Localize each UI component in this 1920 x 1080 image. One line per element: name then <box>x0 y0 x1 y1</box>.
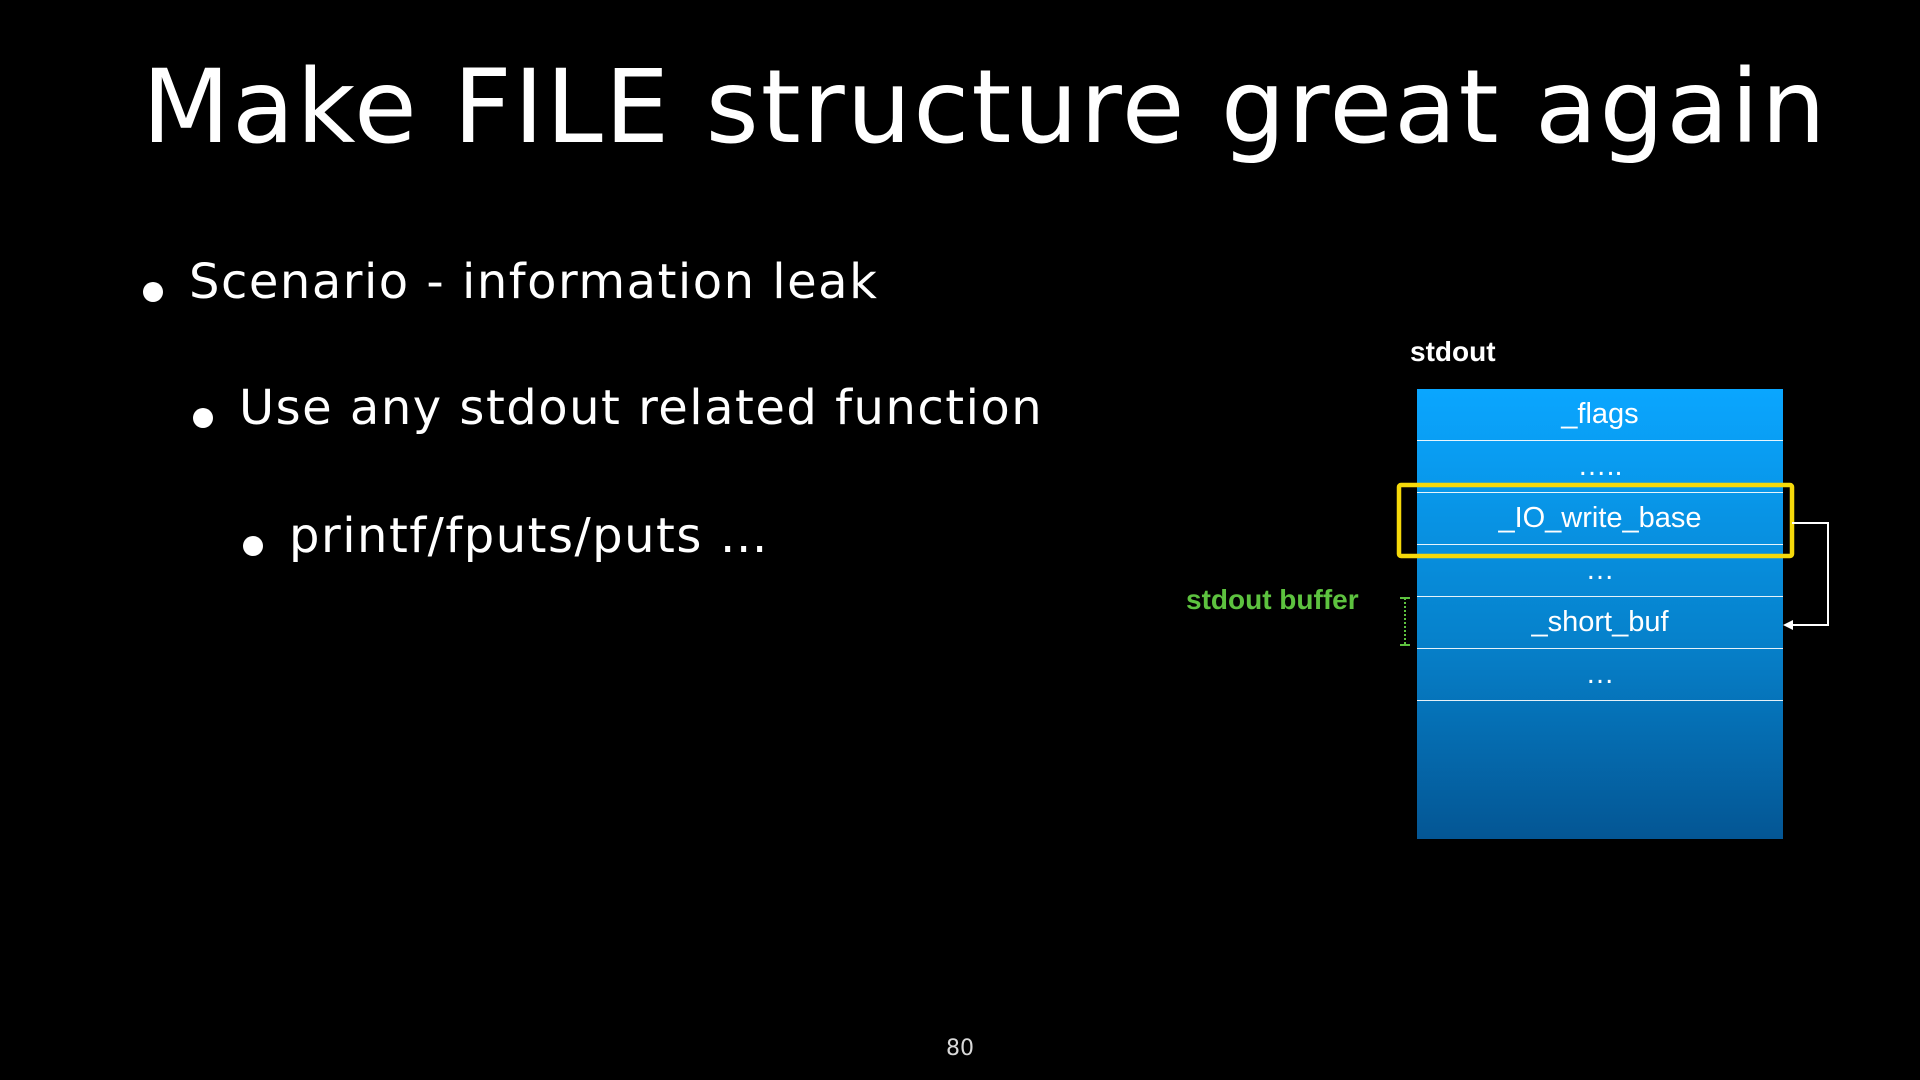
struct-field-ellipsis: … <box>1417 649 1783 701</box>
struct-field-io-write-base: _IO_write_base <box>1417 493 1783 545</box>
slide-title: Make FILE structure great again <box>142 48 1828 167</box>
struct-field-ellipsis: ….. <box>1417 441 1783 493</box>
bullet-dot-icon <box>143 282 163 302</box>
stdout-buffer-label: stdout buffer <box>1186 584 1359 615</box>
bullet-level-3: printf/fputs/puts … <box>243 512 769 560</box>
file-struct-diagram: _flags ….. _IO_write_base … _short_buf … <box>1417 389 1783 839</box>
struct-field-short-buf: _short_buf <box>1417 597 1783 649</box>
struct-field-flags: _flags <box>1417 389 1783 441</box>
struct-field-ellipsis: … <box>1417 545 1783 597</box>
bullet-level-1: Scenario - information leak <box>143 258 878 306</box>
bullet-dot-icon <box>243 536 263 556</box>
pointer-arrow <box>1783 522 1829 630</box>
bullet-text: printf/fputs/puts … <box>289 508 770 564</box>
bullet-dot-icon <box>193 408 213 428</box>
stdout-struct-label: stdout <box>1410 336 1496 367</box>
bullet-level-2: Use any stdout related function <box>193 384 1043 432</box>
buffer-bracket <box>1400 597 1410 646</box>
page-number: 80 <box>946 1036 974 1061</box>
bullet-text: Scenario - information leak <box>189 254 879 310</box>
bullet-text: Use any stdout related function <box>239 380 1044 436</box>
